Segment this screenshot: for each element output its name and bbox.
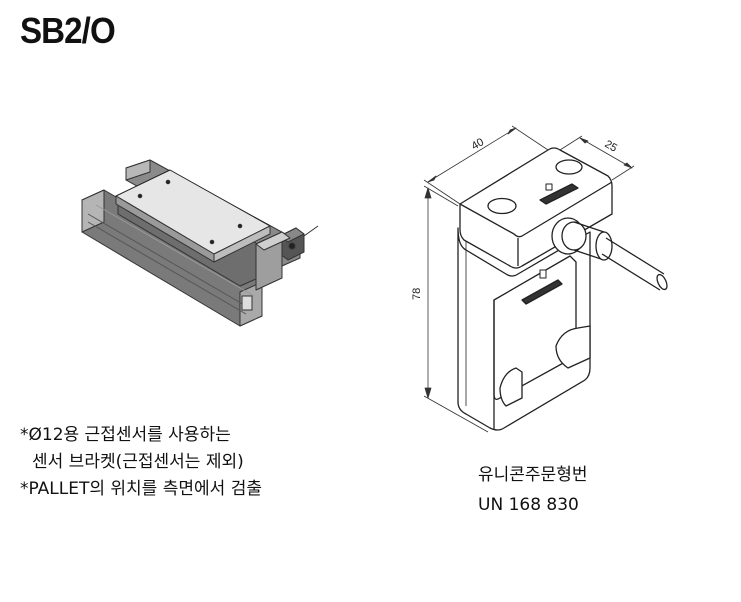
dimension-width: 40	[470, 136, 487, 153]
note-line-2: 센서 브라켓(근접센서는 제외)	[32, 452, 244, 472]
pallet-rail-illustration	[81, 159, 319, 327]
note-line-3: *PALLET의 위치를 측면에서 검출	[20, 479, 262, 499]
notes-block: *Ø12용 근접센서를 사용하는 센서 브라켓(근접센서는 제외) *PALLE…	[20, 422, 262, 503]
dimension-height: 78	[411, 288, 423, 300]
page-title: SB2/O	[20, 10, 116, 51]
part-info: 유니콘주문형번 UN 168 830	[478, 460, 587, 520]
dimension-depth: 25	[603, 138, 620, 155]
sensor-bracket-drawing	[423, 125, 668, 433]
part-label: 유니콘주문형번	[478, 465, 588, 485]
note-line-1: *Ø12용 근접센서를 사용하는	[20, 425, 231, 445]
part-number: UN 168 830	[478, 495, 579, 515]
